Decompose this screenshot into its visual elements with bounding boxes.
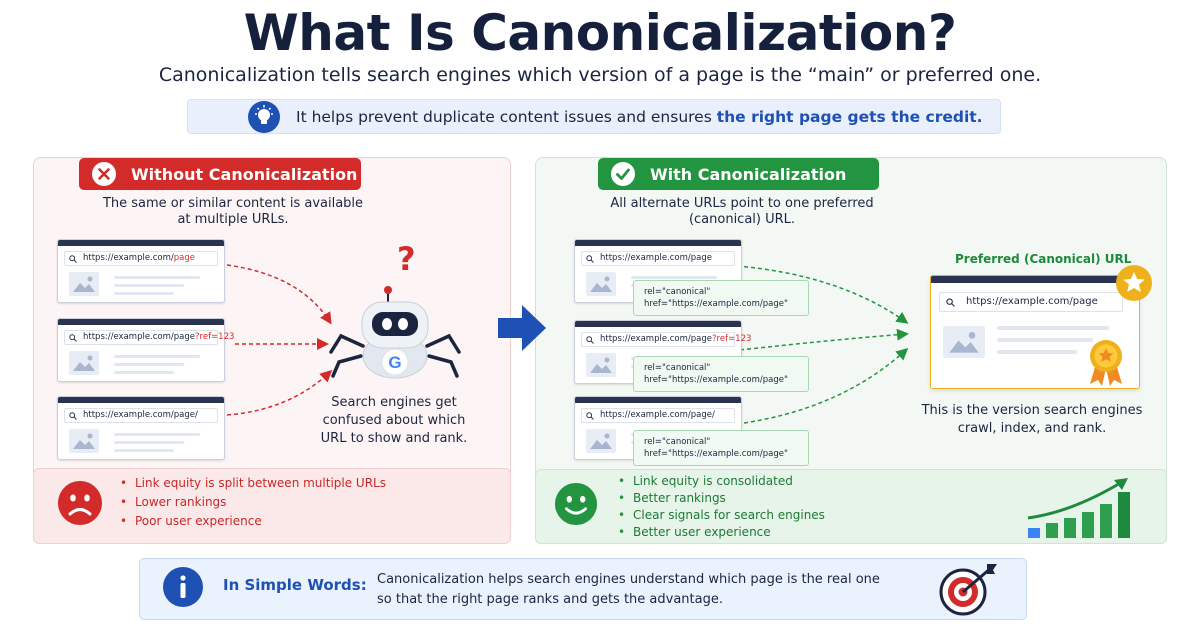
simple-words-line1: Canonicalization helps search engines un… (377, 572, 880, 587)
happy-face-icon (554, 482, 598, 526)
url-highlight: ?ref=123 (195, 332, 235, 342)
canonical-rel: rel="canonical" (644, 287, 711, 297)
tip-text-main: It helps prevent duplicate content issue… (296, 108, 717, 126)
list-item: Clear signals for search engines (618, 507, 825, 524)
search-icon (586, 255, 594, 263)
simple-words-line2: so that the right page ranks and gets th… (377, 592, 723, 607)
canonical-href: href="https://example.com/page" (644, 449, 788, 459)
canonical-tag: rel="canonical" href="https://example.co… (633, 280, 809, 316)
list-item: Link equity is consolidated (618, 473, 825, 490)
search-icon (586, 412, 594, 420)
result-caption-line1: This is the version search engines (921, 403, 1143, 418)
growth-chart-icon (1027, 478, 1130, 538)
url-bar: https://example.com/page (581, 251, 735, 266)
without-description: The same or similar content is available… (73, 196, 393, 228)
simple-words-label: In Simple Words: (223, 576, 367, 594)
simple-words-text: Canonicalization helps search engines un… (377, 570, 880, 610)
simple-words-box (139, 558, 1027, 620)
search-icon (586, 336, 594, 344)
list-item: Lower rankings (120, 493, 386, 512)
question-mark-icon: ? (397, 240, 416, 278)
robot-caption: Search engines get confused about which … (306, 394, 482, 448)
search-icon (946, 298, 955, 307)
without-badge-label: Without Canonicalization (131, 165, 358, 184)
search-icon (69, 334, 77, 342)
url-bar: https://example.com/page/ (64, 408, 218, 423)
image-placeholder-icon (69, 429, 99, 453)
image-placeholder-icon (586, 429, 616, 453)
list-item: Link equity is split between multiple UR… (120, 474, 386, 493)
canonical-tag: rel="canonical" href="https://example.co… (633, 430, 809, 466)
url-bar: https://example.com/page/ (581, 408, 735, 423)
url-highlight: page (173, 253, 196, 263)
with-description-line1: All alternate URLs point to one preferre… (610, 196, 874, 211)
url-bar: https://example.com/page?ref=123 (64, 330, 234, 345)
canonical-rel: rel="canonical" (644, 363, 711, 373)
tip-banner (187, 99, 1001, 134)
tip-emphasis: the right page gets the credit. (716, 108, 983, 126)
close-circle-icon (92, 162, 116, 186)
info-icon (163, 567, 203, 607)
search-icon (69, 255, 77, 263)
list-item: Better user experience (618, 524, 825, 541)
url-bar: https://example.com/page (64, 251, 218, 266)
url-card: https://example.com/page (57, 239, 225, 303)
canonical-rel: rel="canonical" (644, 437, 711, 447)
robot-caption-line2: confused about which (322, 413, 466, 428)
with-outcome-list: Link equity is consolidated Better ranki… (618, 473, 825, 541)
search-icon (69, 412, 77, 420)
image-placeholder-icon (586, 272, 616, 296)
canonical-href: href="https://example.com/page" (644, 375, 788, 385)
page-subtitle: Canonicalization tells search engines wh… (158, 64, 1042, 86)
result-caption-line2: crawl, index, and rank. (957, 421, 1107, 436)
preferred-url-bar: https://example.com/page (939, 292, 1123, 312)
without-description-line1: The same or similar content is available (102, 196, 364, 211)
sad-face-icon (58, 481, 102, 525)
robot-caption-line1: Search engines get (331, 395, 457, 410)
list-item: Poor user experience (120, 512, 386, 531)
without-badge: Without Canonicalization (79, 158, 361, 190)
without-outcome-list: Link equity is split between multiple UR… (120, 474, 386, 531)
canonical-tag: rel="canonical" href="https://example.co… (633, 356, 809, 392)
image-placeholder-icon (69, 351, 99, 375)
url-text: https://example.com/page (83, 332, 196, 342)
tip-text: It helps prevent duplicate content issue… (296, 108, 983, 126)
robot-caption-line3: URL to show and rank. (320, 431, 468, 446)
canonical-href: href="https://example.com/page" (644, 299, 788, 309)
lightbulb-icon (248, 101, 280, 133)
url-text: https://example.com/page (600, 253, 713, 263)
image-placeholder-icon (69, 272, 99, 296)
robot-spider-icon: G (329, 286, 461, 379)
url-text: https://example.com/page/ (83, 410, 198, 420)
url-text: https://example.com/page (600, 334, 713, 344)
url-text: https://example.com/page/ (600, 410, 715, 420)
preferred-url-text: https://example.com/page (966, 296, 1098, 307)
without-description-line2: at multiple URLs. (177, 212, 289, 227)
url-bar: https://example.com/page?ref=123 (581, 332, 751, 347)
with-description: All alternate URLs point to one preferre… (592, 196, 892, 228)
result-caption: This is the version search engines crawl… (912, 402, 1152, 438)
with-description-line2: (canonical) URL. (688, 212, 796, 227)
with-badge: With Canonicalization (598, 158, 879, 190)
google-logo: G (388, 353, 401, 372)
page-title: What Is Canonicalization? (243, 4, 957, 62)
award-ribbon-icon (1090, 340, 1122, 386)
target-icon (939, 564, 997, 616)
with-badge-label: With Canonicalization (650, 165, 847, 184)
list-item: Better rankings (618, 490, 825, 507)
star-icon (1116, 265, 1152, 301)
url-text: https://example.com/ (83, 253, 174, 263)
image-placeholder-icon (586, 353, 616, 377)
image-placeholder-icon (943, 326, 985, 358)
url-highlight: ?ref=123 (712, 334, 752, 344)
url-card: https://example.com/page?ref=123 (57, 318, 234, 382)
check-circle-icon (611, 162, 635, 186)
preferred-label: Preferred (Canonical) URL (955, 252, 1132, 266)
url-card: https://example.com/page/ (57, 396, 225, 460)
